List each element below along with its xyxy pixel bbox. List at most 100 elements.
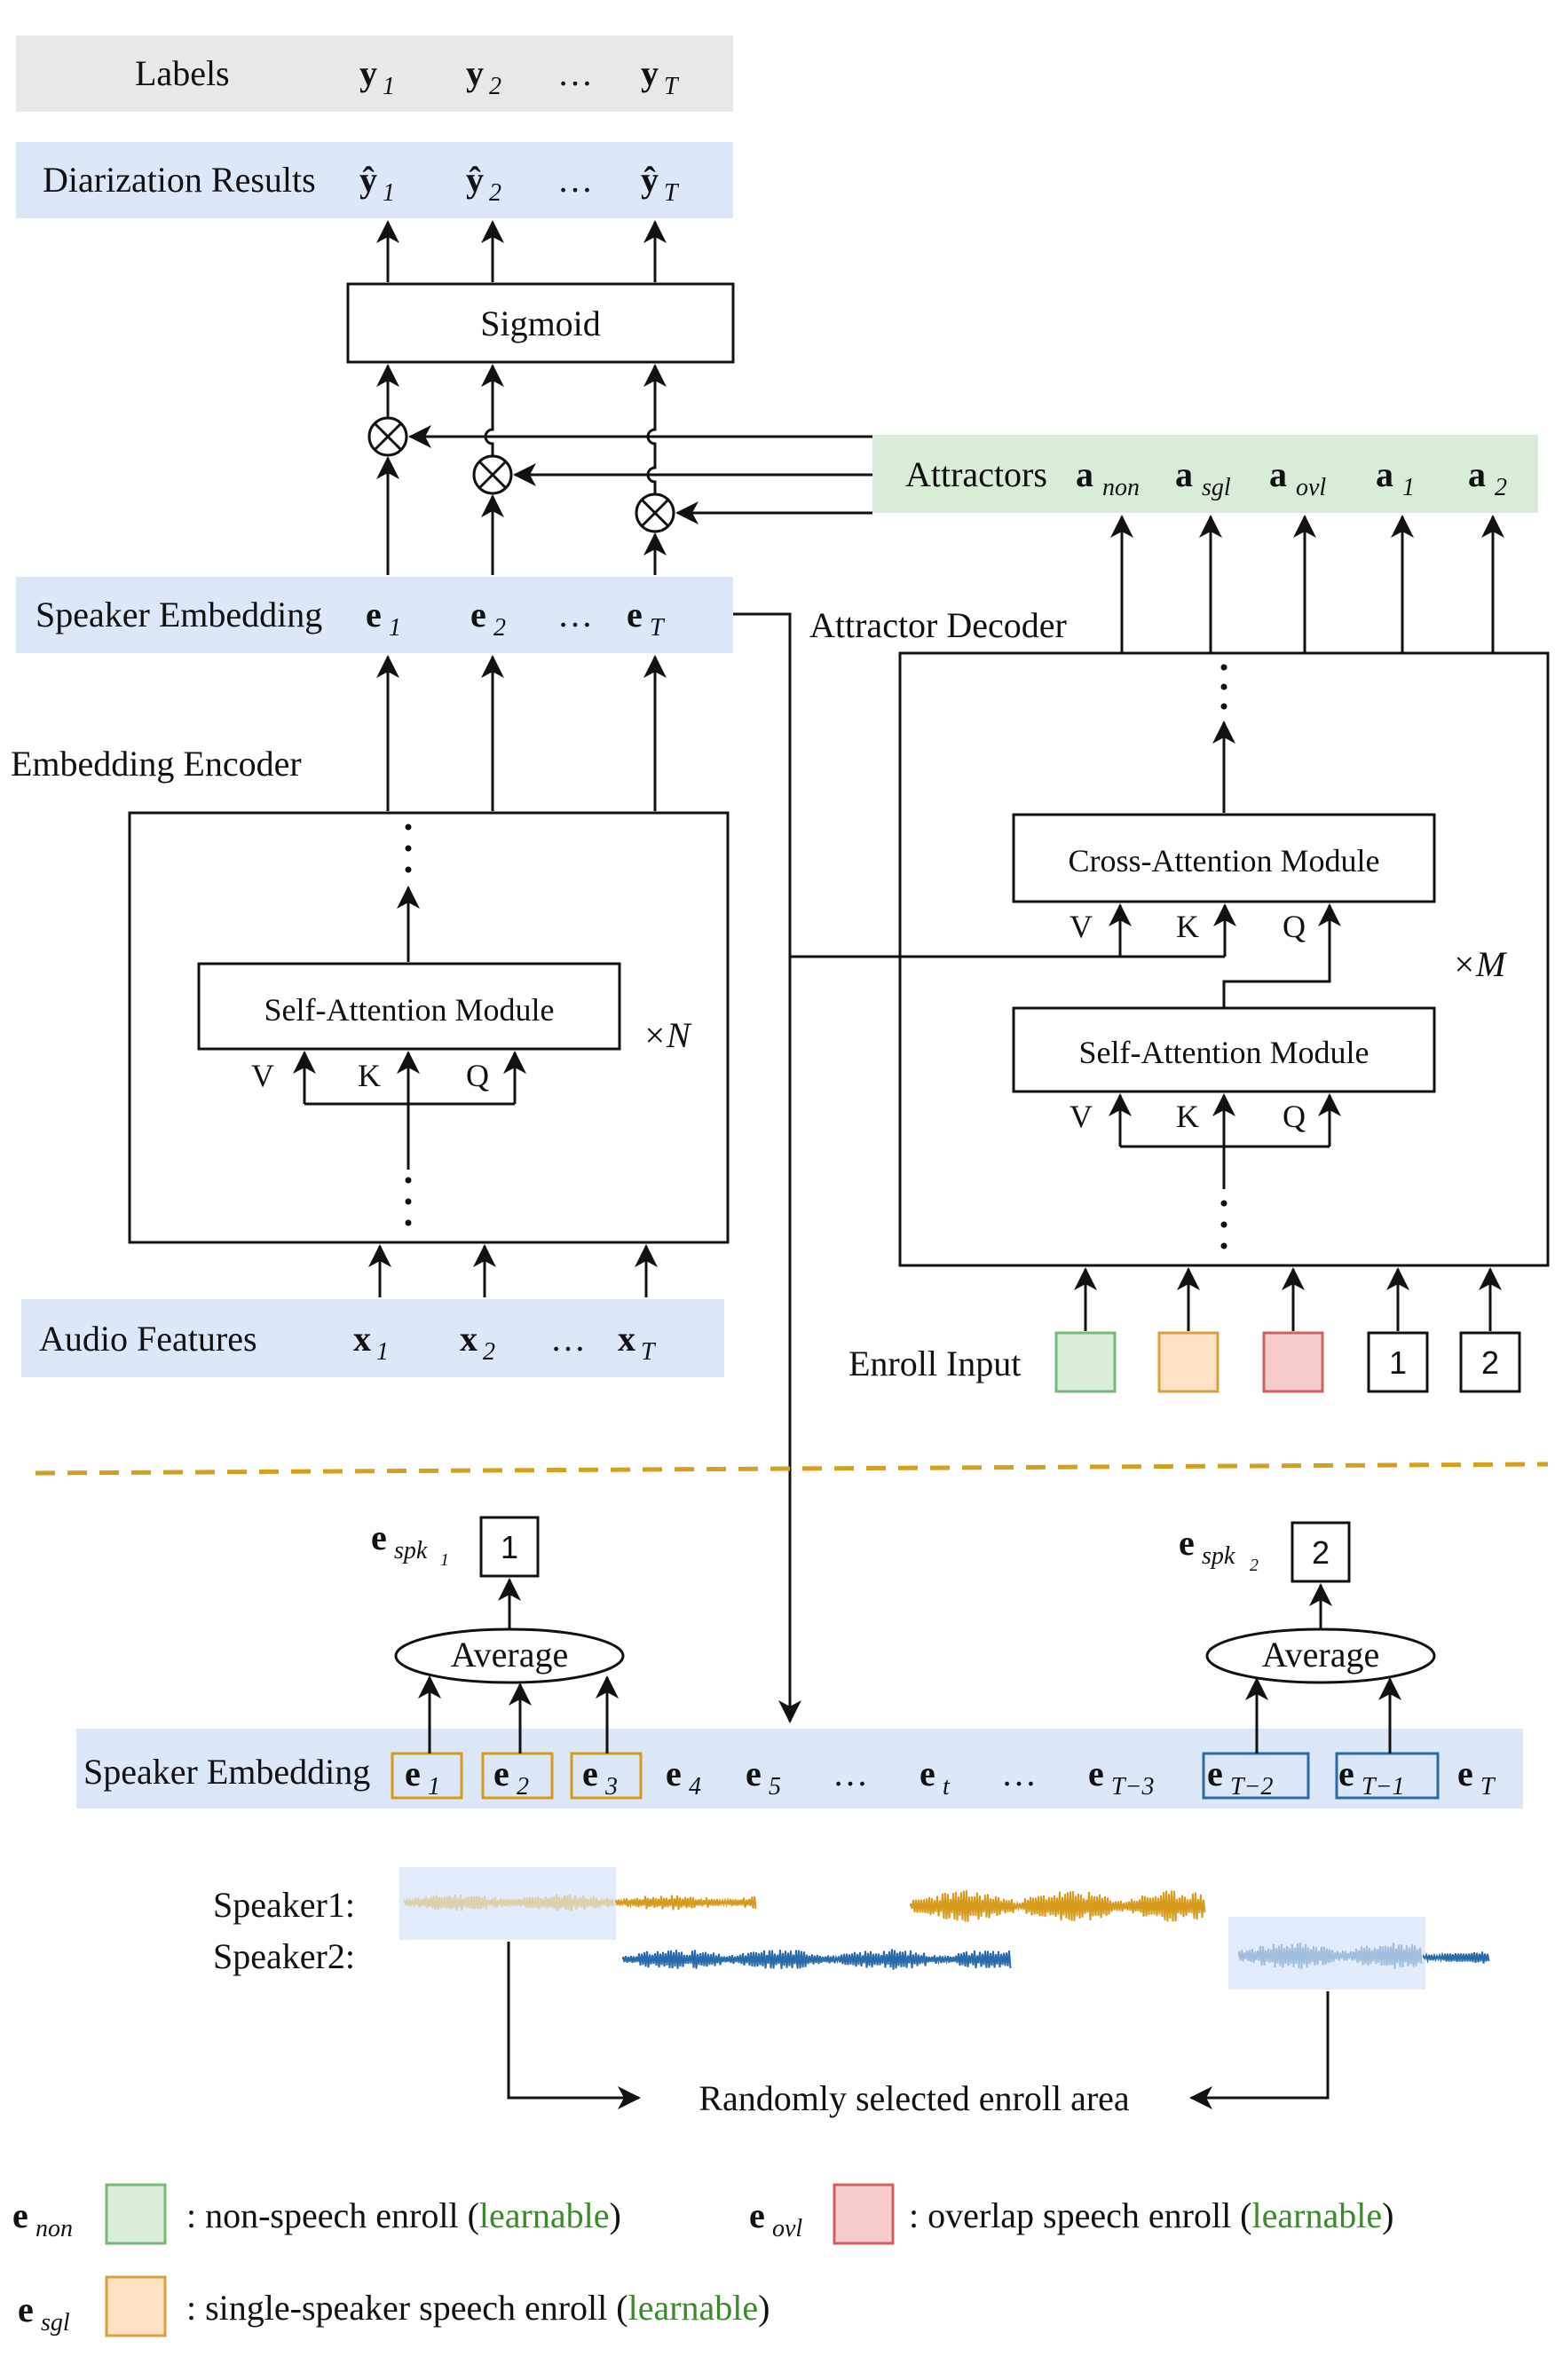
attr-symbol-4: a (1468, 454, 1486, 494)
spk-bot-symbol-11: e (1457, 1753, 1473, 1793)
enroll-area-line-2 (1189, 1991, 1330, 2109)
sigmoid-box (346, 282, 735, 364)
espk1-symbol: e (371, 1517, 387, 1557)
audio-symbol-0: x (353, 1319, 371, 1359)
enc-v-label: V (251, 1058, 274, 1093)
diar-sub-1: 2 (489, 179, 501, 207)
ca-v-label: V (1070, 909, 1093, 944)
diar-symbol-1: ŷ (466, 160, 484, 200)
self-attention-box-encoder (197, 962, 621, 1051)
spk-bot-symbol-8: e (1088, 1753, 1104, 1793)
enroll-frame-4 (1335, 1752, 1440, 1800)
labels-band (16, 35, 733, 112)
spk-top-symbol-2: … (557, 595, 593, 634)
spk-bot-symbol-10: e (1338, 1753, 1354, 1793)
spk-emb-route-line (733, 612, 801, 1723)
enroll-non-speech-box (1054, 1331, 1117, 1393)
spk-bot-symbol-0: e (405, 1753, 421, 1793)
diar-symbol-3: ŷ (641, 160, 659, 200)
diar-sub-3: T (664, 179, 680, 207)
spk-bot-sub-1: 2 (517, 1773, 529, 1801)
spk-top-sub-0: 1 (389, 614, 401, 642)
labels-sub-0: 1 (383, 73, 395, 100)
enc-k-label: K (358, 1058, 381, 1093)
attractor-decoder-title: Attractor Decoder (809, 605, 1067, 645)
attr-symbol-0: a (1076, 454, 1093, 494)
arrow-ca-q (1222, 903, 1341, 1008)
svg-text:e: e (12, 2195, 28, 2235)
repeat-m: ×M (1452, 944, 1508, 984)
svg-text:ovl: ovl (772, 2215, 802, 2242)
spk-bot-sub-9: T−2 (1230, 1773, 1273, 1801)
self-attention-box-decoder (1012, 1006, 1436, 1093)
arrow-mul2-sig (481, 364, 504, 456)
enroll-overlap-box (1262, 1331, 1324, 1393)
arrow-mul3-sig (643, 364, 667, 494)
legend-non-speech: e non : non-speech enroll (learnable) (12, 2183, 621, 2245)
labels-symbol-0: y (359, 53, 377, 93)
spk-bot-sub-4: 5 (769, 1773, 781, 1801)
attr-symbol-1: a (1175, 454, 1193, 494)
attractors-band (872, 435, 1538, 513)
average-label-1: Average (451, 1635, 569, 1675)
speaker2-wave-a (622, 1949, 1012, 1970)
enroll-frame-1 (481, 1752, 554, 1800)
audio-sub-0: 1 (376, 1338, 389, 1366)
encoder-dots-bottom (405, 1177, 412, 1226)
decoder-dots-top (1220, 664, 1227, 710)
spk-bot-sub-10: T−1 (1362, 1773, 1404, 1801)
encoder-dots-top (405, 824, 412, 873)
labels-title: Labels (135, 53, 230, 93)
ca-k-label: K (1176, 909, 1199, 944)
speaker2-label: Speaker2: (213, 1936, 355, 1976)
diarization-title: Diarization Results (43, 160, 316, 200)
svg-text:: single-speaker speech enroll: : single-speaker speech enroll (learnabl… (186, 2288, 770, 2328)
attr-sub-2: ovl (1296, 474, 1326, 501)
espk1-sub: spk (394, 1537, 428, 1564)
svg-text:e: e (749, 2195, 765, 2235)
speaker1-wave-enroll (404, 1894, 615, 1911)
spk-bot-symbol-7: … (1001, 1753, 1037, 1793)
audio-sub-3: T (641, 1338, 657, 1366)
decoder-output-arrows (1110, 515, 1504, 653)
enroll-single-speaker-box (1157, 1331, 1220, 1393)
labels-symbol-1: y (466, 53, 484, 93)
cross-attention-box (1012, 813, 1436, 903)
spk-bot-sub-3: 4 (689, 1773, 701, 1801)
embedding-encoder-title: Embedding Encoder (11, 744, 302, 784)
spk-bot-symbol-6: e (920, 1753, 935, 1793)
audio-symbol-2: … (550, 1319, 586, 1359)
attr-symbol-3: a (1376, 454, 1393, 494)
average-label-2: Average (1262, 1635, 1380, 1675)
attr-sub-4: 2 (1495, 474, 1507, 501)
average-ellipse-2 (1205, 1627, 1436, 1684)
spk-bot-sub-6: t (943, 1773, 951, 1801)
spk-top-symbol-3: e (627, 595, 643, 634)
speaker-embedding-title-top: Speaker Embedding (36, 595, 322, 634)
attr-symbol-2: a (1269, 454, 1287, 494)
spk-bot-symbol-5: … (833, 1753, 868, 1793)
legend-overlap: e ovl : overlap speech enroll (learnable… (749, 2183, 1393, 2245)
enroll-area-highlight-1 (399, 1867, 616, 1940)
labels-sub-1: 2 (489, 73, 501, 100)
enroll-input-title: Enroll Input (849, 1344, 1021, 1383)
diar-sub-0: 1 (383, 179, 395, 207)
spk-bot-symbol-9: e (1207, 1753, 1223, 1793)
labels-sub-3: T (664, 73, 680, 100)
speaker-embedding-title-bottom: Speaker Embedding (83, 1752, 370, 1792)
labels-symbol-2: … (557, 53, 593, 93)
enroll-area-line-1 (507, 1942, 641, 2109)
spk-bot-sub-11: T (1480, 1773, 1496, 1801)
espk1-box (479, 1516, 540, 1578)
speaker-embedding-band-top (16, 577, 733, 653)
enroll-speaker2-box (1459, 1331, 1521, 1393)
speaker2-wave-b (1423, 1951, 1490, 1964)
speaker2-wave-enroll (1238, 1943, 1423, 1969)
multiply-node-3 (635, 493, 675, 533)
espk1-subsub: 1 (440, 1550, 449, 1570)
self-attention-label-decoder: Self-Attention Module (1079, 1035, 1370, 1070)
speaker1-label: Speaker1: (213, 1885, 355, 1925)
attr-sub-3: 1 (1402, 474, 1415, 501)
